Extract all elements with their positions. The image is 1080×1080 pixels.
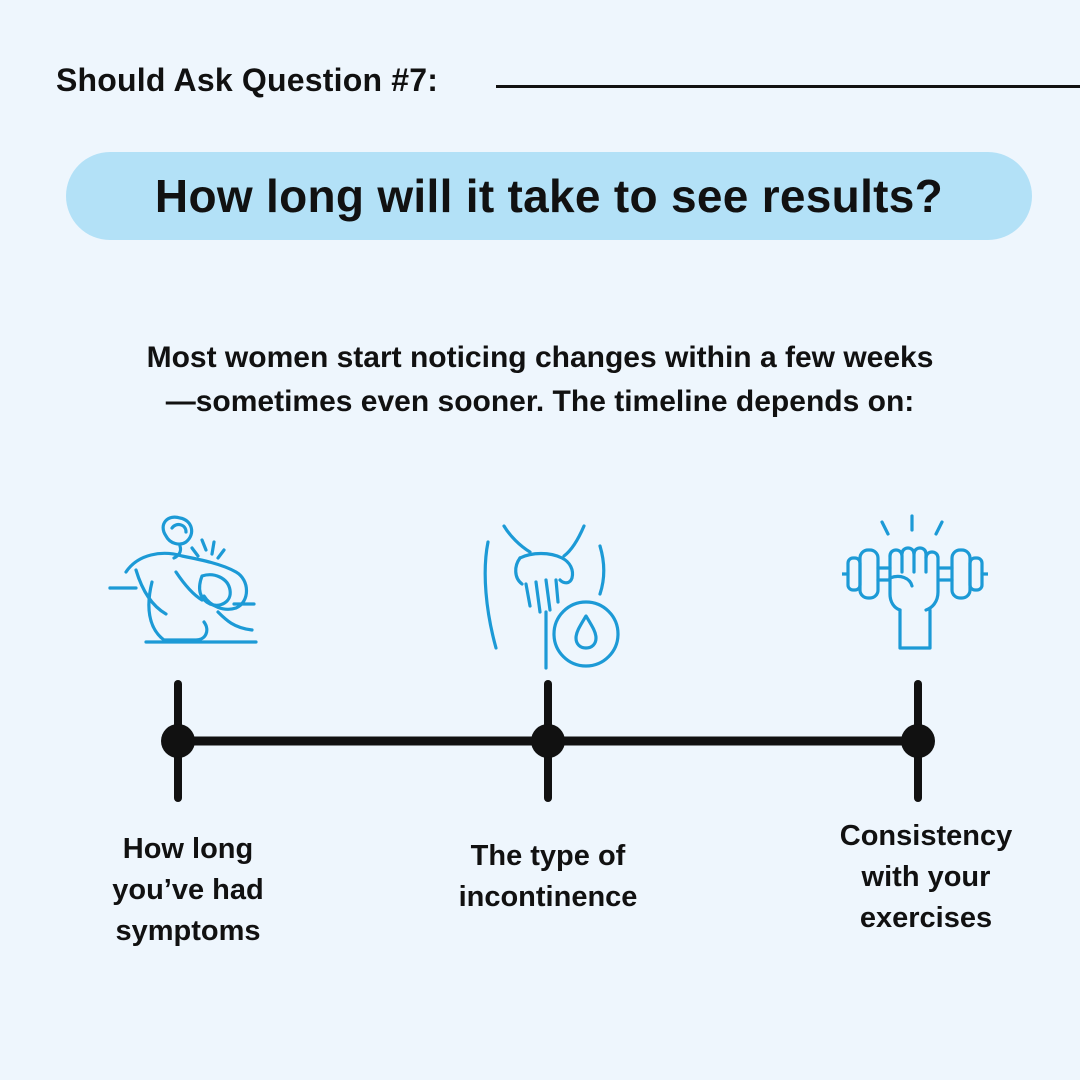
incontinence-droplet-icon bbox=[480, 522, 626, 672]
back-pain-icon bbox=[106, 510, 260, 650]
factor-line: with your bbox=[861, 861, 991, 893]
timeline-node-1 bbox=[161, 724, 195, 758]
timeline-node-3 bbox=[901, 724, 935, 758]
factor-label-symptoms: How long you’ve had symptoms bbox=[58, 829, 318, 952]
factor-label-consistency: Consistency with your exercises bbox=[796, 816, 1056, 939]
factor-line: The type of bbox=[470, 840, 626, 872]
headline-banner: How long will it take to see results? bbox=[66, 152, 1032, 240]
factor-line: How long bbox=[122, 833, 254, 865]
factor-line: incontinence bbox=[458, 881, 638, 913]
factor-line: Consistency bbox=[839, 820, 1013, 852]
question-eyebrow: Should Ask Question #7: bbox=[56, 62, 439, 98]
timeline-node-2 bbox=[531, 724, 565, 758]
page-title: How long will it take to see results? bbox=[154, 170, 944, 222]
intro-text: Most women start noticing changes within… bbox=[60, 336, 1020, 424]
factor-line: you’ve had bbox=[112, 874, 264, 906]
factor-line: exercises bbox=[859, 902, 993, 934]
dumbbell-fist-icon bbox=[842, 512, 988, 654]
factor-label-incontinence-type: The type of incontinence bbox=[418, 836, 678, 918]
eyebrow-divider bbox=[496, 85, 1080, 88]
intro-line-2: —sometimes even sooner. The timeline dep… bbox=[165, 385, 915, 418]
factor-line: symptoms bbox=[115, 915, 261, 947]
intro-line-1: Most women start noticing changes within… bbox=[146, 341, 934, 374]
